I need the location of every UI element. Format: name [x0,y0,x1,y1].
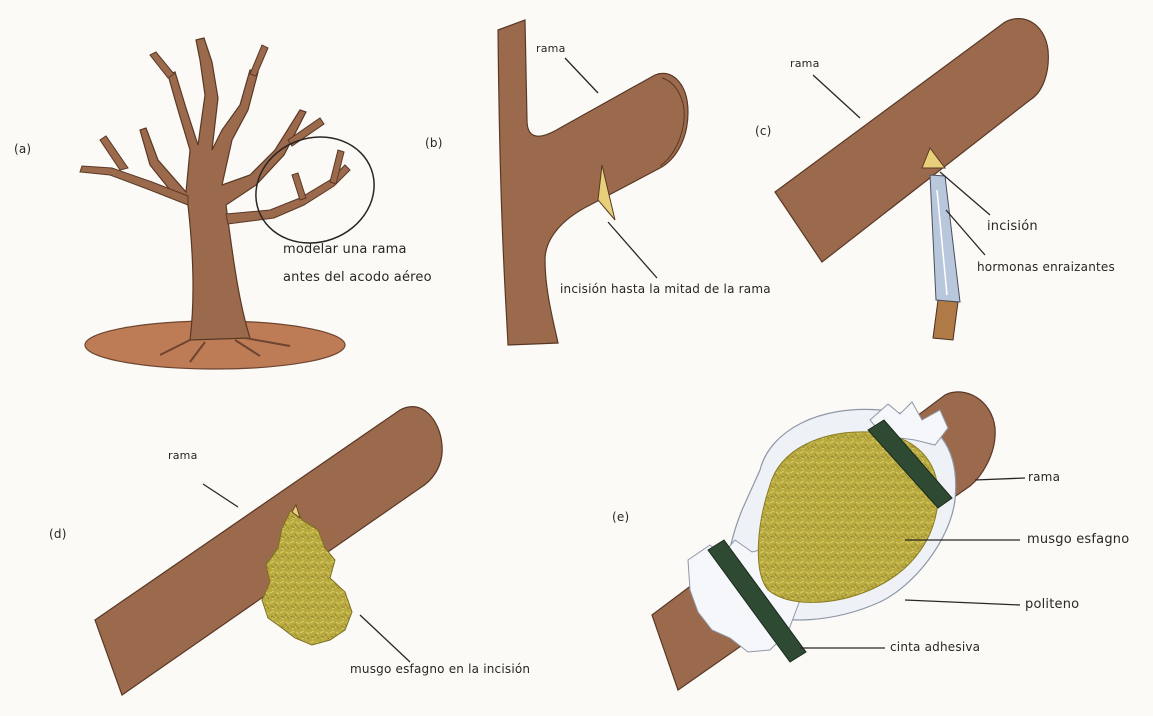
panel-b-label-rama: rama [536,42,566,55]
panel-b-label-incision: incisión hasta la mitad de la rama [560,282,771,296]
leader-rama-b [565,58,598,93]
leader-rama-d [203,484,238,507]
branch-d [95,407,442,695]
leader-rama-e [975,478,1025,480]
panel-e-label-cinta: cinta adhesiva [890,640,980,654]
leader-politeno-e [905,600,1020,605]
panel-a-letter: (a) [14,142,31,156]
right-twig [250,45,268,76]
panel-a-tree [80,38,389,369]
panel-c-label-rama: rama [790,57,820,70]
circled-twig-1 [292,173,306,200]
panel-e-label-rama: rama [1028,470,1060,484]
circled-branch [226,165,350,224]
top-twig [150,52,174,78]
brush-ferrule [930,175,960,302]
circled-twig-2 [330,150,344,184]
panel-a-caption-line1: modelar una rama [283,242,407,257]
panel-b-letter: (b) [425,136,443,150]
leader-incision-b [608,222,657,278]
trunk-b [498,20,688,345]
panel-c-letter: (c) [755,124,772,138]
panel-d-moss-in-cut [95,407,442,695]
panel-b-branch-cut [498,20,688,345]
left-twig [100,136,128,170]
panel-d-label-rama: rama [168,449,198,462]
panel-e-letter: (e) [612,510,629,524]
panel-d-label-musgo: musgo esfagno en la incisión [350,662,530,676]
panel-a-caption-line2: antes del acodo aéreo [283,270,432,285]
leader-musgo-d [360,615,410,662]
panel-d-letter: (d) [49,527,67,541]
leader-rama-c [813,75,860,118]
panel-e-label-politeno: politeno [1025,597,1079,612]
panel-c-label-hormonas: hormonas enraizantes [977,260,1115,274]
panel-e-label-musgo: musgo esfagno [1027,532,1129,547]
panel-c-label-incision: incisión [987,219,1038,234]
brush-handle [933,300,958,340]
